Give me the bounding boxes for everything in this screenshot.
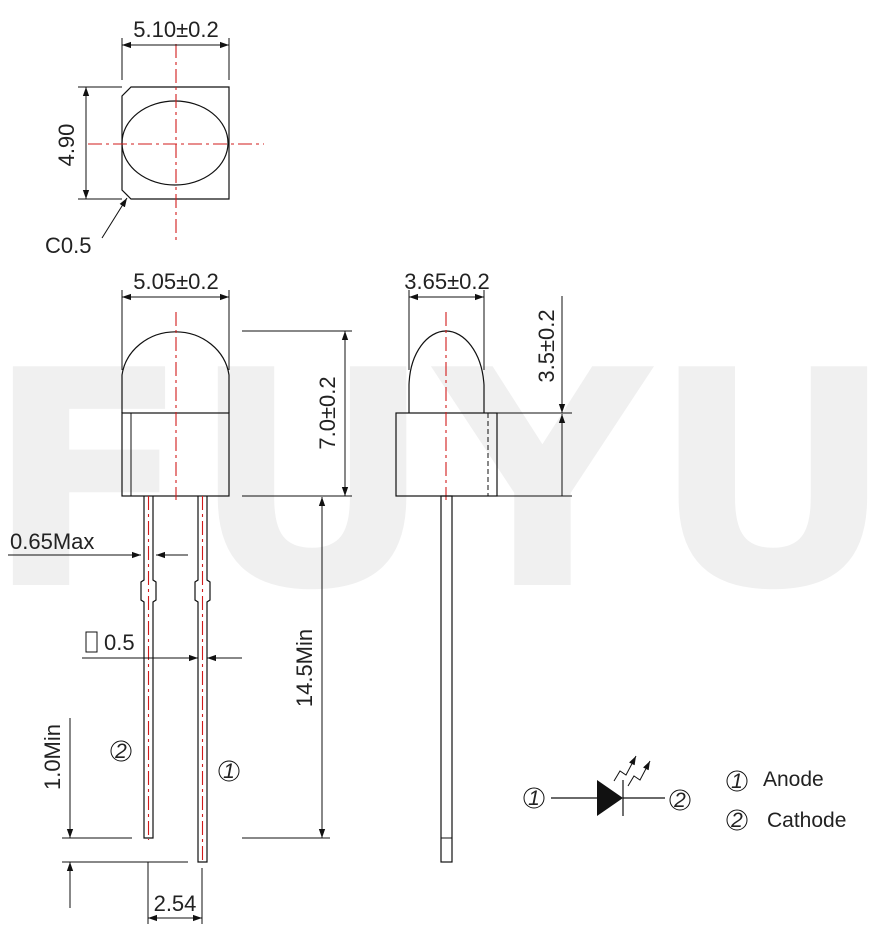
side-width-label: 3.65±0.2 bbox=[404, 269, 489, 294]
cathode-lead bbox=[140, 496, 157, 840]
svg-text:2: 2 bbox=[730, 809, 743, 832]
top-view-outline bbox=[121, 86, 230, 200]
lead-length-label: 14.5Min bbox=[292, 629, 317, 707]
anode-lead bbox=[194, 496, 211, 864]
watermark: FUYU bbox=[0, 307, 880, 656]
diode-triangle bbox=[597, 780, 623, 816]
led-schematic-symbol: 1 2 bbox=[523, 755, 691, 816]
top-view-lens bbox=[121, 100, 229, 186]
svg-text:2: 2 bbox=[114, 740, 127, 763]
side-lead bbox=[440, 495, 453, 863]
pitch-label: 2.54 bbox=[154, 891, 197, 916]
chamfer-label: C0.5 bbox=[45, 233, 91, 258]
lead-section-label: 0.5 bbox=[104, 630, 135, 655]
pin1-marker: 1 bbox=[218, 760, 240, 783]
symbol-pin2: 2 bbox=[673, 789, 686, 812]
dome-height-label: 3.5±0.2 bbox=[534, 309, 559, 382]
legend-anode: 1 Anode bbox=[726, 768, 824, 793]
top-height-label: 4.90 bbox=[54, 124, 79, 167]
top-width-label: 5.10±0.2 bbox=[133, 17, 218, 42]
svg-text:1: 1 bbox=[223, 760, 235, 783]
square-section-icon bbox=[85, 631, 98, 653]
symbol-pin1: 1 bbox=[528, 787, 540, 810]
standoff-label: 1.0Min bbox=[40, 724, 65, 790]
pin2-marker: 2 bbox=[110, 740, 132, 763]
legend-cathode: 2 Cathode bbox=[726, 809, 846, 832]
cathode-label: Cathode bbox=[767, 809, 846, 832]
emission-arrow-2 bbox=[627, 760, 651, 787]
pin-legend: 1 Anode 2 Cathode bbox=[726, 768, 846, 832]
body-height-label: 7.0±0.2 bbox=[315, 376, 340, 449]
front-view: 5.05±0.2 7.0±0.2 0.65Max 0.5 14.5Min bbox=[8, 269, 352, 924]
top-view: 5.10±0.2 4.90 C0.5 bbox=[45, 17, 264, 258]
front-width-label: 5.05±0.2 bbox=[133, 269, 218, 294]
anode-label: Anode bbox=[763, 768, 824, 791]
svg-text:1: 1 bbox=[731, 770, 743, 793]
emission-arrow-1 bbox=[613, 755, 637, 782]
side-view: 3.65±0.2 3.5±0.2 bbox=[395, 269, 572, 863]
lead-width-label: 0.65Max bbox=[10, 529, 94, 554]
